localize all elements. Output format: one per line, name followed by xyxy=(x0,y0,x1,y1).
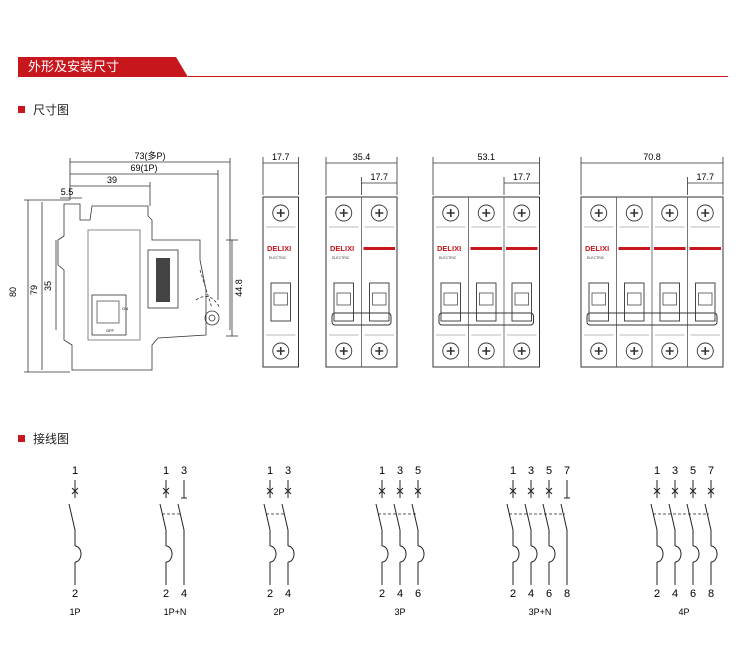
terminal-bottom-label: 2 xyxy=(654,588,660,600)
brand-logo: DELIXI xyxy=(437,244,461,253)
width-label: 35.4 xyxy=(353,152,371,162)
dim-73: 73(多P) xyxy=(134,150,165,161)
wiring-2p: 1 2 3 42P xyxy=(263,465,295,617)
dim-69: 69(1P) xyxy=(130,163,157,173)
section-dimensions: 尺寸图 xyxy=(18,101,69,118)
banner-title: 外形及安装尺寸 xyxy=(28,59,120,74)
wiring-type-label: 3P xyxy=(394,607,405,617)
wiring-1p: 1 2 1P xyxy=(68,465,82,617)
terminal-bottom-label: 8 xyxy=(708,588,714,600)
wiring-type-label: 2P xyxy=(273,607,284,617)
wiring-3p-plus-n: 1 2 3 4 5 6 7 8 3P+N xyxy=(506,465,570,617)
pole-label: 17.7 xyxy=(696,172,714,182)
section-wiring-title: 接线图 xyxy=(33,432,70,446)
width-label: 53.1 xyxy=(477,152,495,162)
terminal-top-label: 5 xyxy=(415,465,421,477)
tiny-off-label: OFF xyxy=(106,328,115,333)
dim-35: 35 xyxy=(43,281,53,291)
dim-5-5: 5.5 xyxy=(61,187,74,197)
terminal-bottom-label: 2 xyxy=(72,588,78,600)
terminal-bottom-label: 4 xyxy=(181,588,187,600)
terminal-bottom-label: 2 xyxy=(163,588,169,600)
pole-label: 17.7 xyxy=(370,172,388,182)
terminal-bottom-label: 6 xyxy=(690,588,696,600)
red-strip xyxy=(689,247,721,250)
dim-44-8: 44.8 xyxy=(234,279,244,297)
bullet-square-icon xyxy=(18,106,25,113)
banner-shape xyxy=(18,57,728,77)
red-strip xyxy=(363,247,395,250)
terminal-bottom-label: 2 xyxy=(379,588,385,600)
red-strip xyxy=(654,247,686,250)
dim-80: 80 xyxy=(8,287,18,297)
section-wiring: 接线图 xyxy=(18,430,69,447)
brand-sub: ELECTRIC xyxy=(269,256,287,260)
pole-label: 17.7 xyxy=(513,172,531,182)
width-label: 17.7 xyxy=(272,152,290,162)
section-banner: 外形及安装尺寸 xyxy=(18,57,728,77)
terminal-top-label: 5 xyxy=(690,465,696,477)
terminal-top-label: 1 xyxy=(72,465,78,477)
wiring-type-label: 4P xyxy=(678,607,689,617)
terminal-top-label: 3 xyxy=(397,465,403,477)
width-label: 70.8 xyxy=(643,152,661,162)
terminal-bottom-label: 4 xyxy=(397,588,403,600)
terminal-bottom-label: 4 xyxy=(285,588,291,600)
terminal-top-label: 3 xyxy=(181,465,187,477)
terminal-bottom-label: 2 xyxy=(510,588,516,600)
terminal-top-label: 3 xyxy=(672,465,678,477)
terminal-bottom-label: 2 xyxy=(267,588,273,600)
wiring-type-label: 3P+N xyxy=(529,607,552,617)
wiring-1p-plus-n: 1 2 3 4 1P+N xyxy=(159,465,187,617)
terminal-top-label: 1 xyxy=(267,465,273,477)
red-strip xyxy=(470,247,502,250)
terminal-top-label: 7 xyxy=(564,465,570,477)
terminal-bottom-label: 6 xyxy=(546,588,552,600)
wiring-4p: 1 2 3 4 5 6 7 8 4P xyxy=(650,465,718,617)
terminal-top-label: 1 xyxy=(654,465,660,477)
terminal-bottom-label: 8 xyxy=(564,588,570,600)
terminal-bottom-label: 6 xyxy=(415,588,421,600)
dim-39: 39 xyxy=(107,175,117,185)
brand-sub: ELECTRIC xyxy=(439,256,457,260)
terminal-top-label: 5 xyxy=(546,465,552,477)
wiring-3p: 1 2 3 4 5 6 3P xyxy=(375,465,425,617)
brand-sub: ELECTRIC xyxy=(332,256,350,260)
terminal-top-label: 1 xyxy=(379,465,385,477)
tiny-on-label: ON xyxy=(122,306,128,311)
terminal-top-label: 1 xyxy=(510,465,516,477)
brand-logo: DELIXI xyxy=(330,244,354,253)
terminal-bottom-label: 4 xyxy=(672,588,678,600)
bullet-square-icon xyxy=(18,435,25,442)
terminal-top-label: 1 xyxy=(163,465,169,477)
terminal-bottom-label: 4 xyxy=(528,588,534,600)
terminal-top-label: 3 xyxy=(285,465,291,477)
terminal-top-label: 3 xyxy=(528,465,534,477)
side-view-drawing: 73(多P) 69(1P) 39 5.5 80 79 35 44.8 ON OF… xyxy=(8,150,244,373)
red-strip xyxy=(506,247,538,250)
brand-logo: DELIXI xyxy=(267,244,291,253)
red-strip xyxy=(618,247,650,250)
wiring-diagrams: 121P12341P+N12342P1234563P123456783P+N12… xyxy=(68,465,718,617)
brand-logo: DELIXI xyxy=(585,244,609,253)
wiring-type-label: 1P+N xyxy=(164,607,187,617)
dim-79: 79 xyxy=(29,285,39,295)
brand-sub: ELECTRIC xyxy=(587,256,605,260)
terminal-top-label: 7 xyxy=(708,465,714,477)
wiring-type-label: 1P xyxy=(69,607,80,617)
section-dimensions-title: 尺寸图 xyxy=(33,103,70,117)
